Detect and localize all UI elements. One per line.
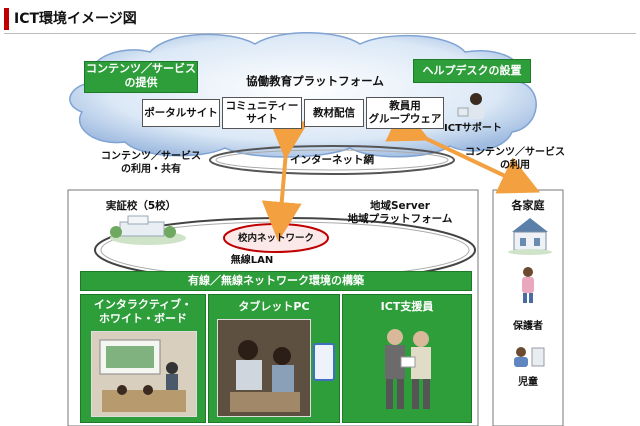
wireless-lan-label: 無線LAN <box>230 255 274 266</box>
ict-support-person-icon <box>457 93 484 119</box>
school-network-label: 校内ネットワーク <box>237 233 314 244</box>
usage-share-note: コンテンツ／サービス の利用・共有 <box>96 150 206 176</box>
regional-server-line-2: 地域プラットフォーム <box>347 213 453 225</box>
panel-ict-support-title: ICT支援員 <box>380 300 434 313</box>
service-groupware-line-1: 教員用 <box>389 100 421 112</box>
usage-line-1: コンテンツ／サービス <box>465 147 565 158</box>
usage-share-line-1: コンテンツ／サービス <box>101 151 201 162</box>
page-title: ICT環境イメージ図 <box>14 11 137 27</box>
usage-line-2: の利用 <box>500 160 530 171</box>
service-groupware[interactable]: 教員用 グループウェア <box>366 97 444 129</box>
panel-whiteboard: インタラクティブ・ ホワイト・ボード <box>80 294 206 423</box>
ict-support-label: ICTサポート <box>444 123 502 134</box>
content-provision-line-2: の提供 <box>124 76 158 89</box>
classroom-whiteboard-photo <box>91 331 197 417</box>
content-provision-line-1: コンテンツ／サービス <box>86 62 196 75</box>
service-groupware-line-2: グループウェア <box>368 113 442 125</box>
whiteboard-title-line-2: ホワイト・ボード <box>99 312 187 325</box>
network-build-bar: 有線／無線ネットワーク環境の構築 <box>80 271 472 291</box>
panel-whiteboard-title: インタラクティブ・ ホワイト・ボード <box>81 298 205 326</box>
usage-share-line-2: の利用・共有 <box>121 164 181 175</box>
title-accent-bar <box>4 8 9 30</box>
support-staff-illustration <box>373 323 443 415</box>
service-community-line-2: サイト <box>246 113 278 125</box>
guardian-label: 保護者 <box>513 321 543 332</box>
regional-server-label: 地域Server 地域プラットフォーム <box>340 200 460 226</box>
service-material-label: 教材配信 <box>313 106 355 119</box>
home-title: 各家庭 <box>511 199 545 212</box>
demo-school-label: 実証校（5校） <box>105 200 177 212</box>
platform-title: 協働教育プラットフォーム <box>246 74 384 88</box>
content-provision-tag: コンテンツ／サービス の提供 <box>84 61 198 93</box>
guardian-icon <box>522 267 534 303</box>
whiteboard-title-line-1: インタラクティブ・ <box>93 298 193 311</box>
tablet-classroom-photo <box>217 319 311 417</box>
usage-note: コンテンツ／サービス の利用 <box>460 146 570 172</box>
service-community-site[interactable]: コミュニティー サイト <box>222 97 302 129</box>
house-icon <box>508 218 552 255</box>
home-link-arrow <box>385 105 541 194</box>
school-link-arrow <box>261 118 309 242</box>
service-portal-site-label: ポータルサイト <box>144 106 218 119</box>
panel-ict-support-staff: ICT支援員 <box>342 294 472 423</box>
regional-server-line-1: 地域Server <box>369 200 430 212</box>
tablet-device-icon <box>313 343 335 381</box>
service-material-delivery[interactable]: 教材配信 <box>304 99 364 127</box>
school-building-icon <box>110 215 186 245</box>
internet-label: インターネット網 <box>290 154 374 166</box>
service-portal-site[interactable]: ポータルサイト <box>142 99 220 127</box>
child-icon <box>514 347 545 367</box>
panel-tablet-title: タブレットPC <box>238 300 310 313</box>
helpdesk-tag: ヘルプデスクの設置 <box>413 59 531 83</box>
child-label: 児童 <box>518 377 538 388</box>
platform-cloud <box>69 32 537 158</box>
panel-tablet: タブレットPC <box>208 294 340 423</box>
service-community-line-1: コミュニティー <box>225 100 299 112</box>
